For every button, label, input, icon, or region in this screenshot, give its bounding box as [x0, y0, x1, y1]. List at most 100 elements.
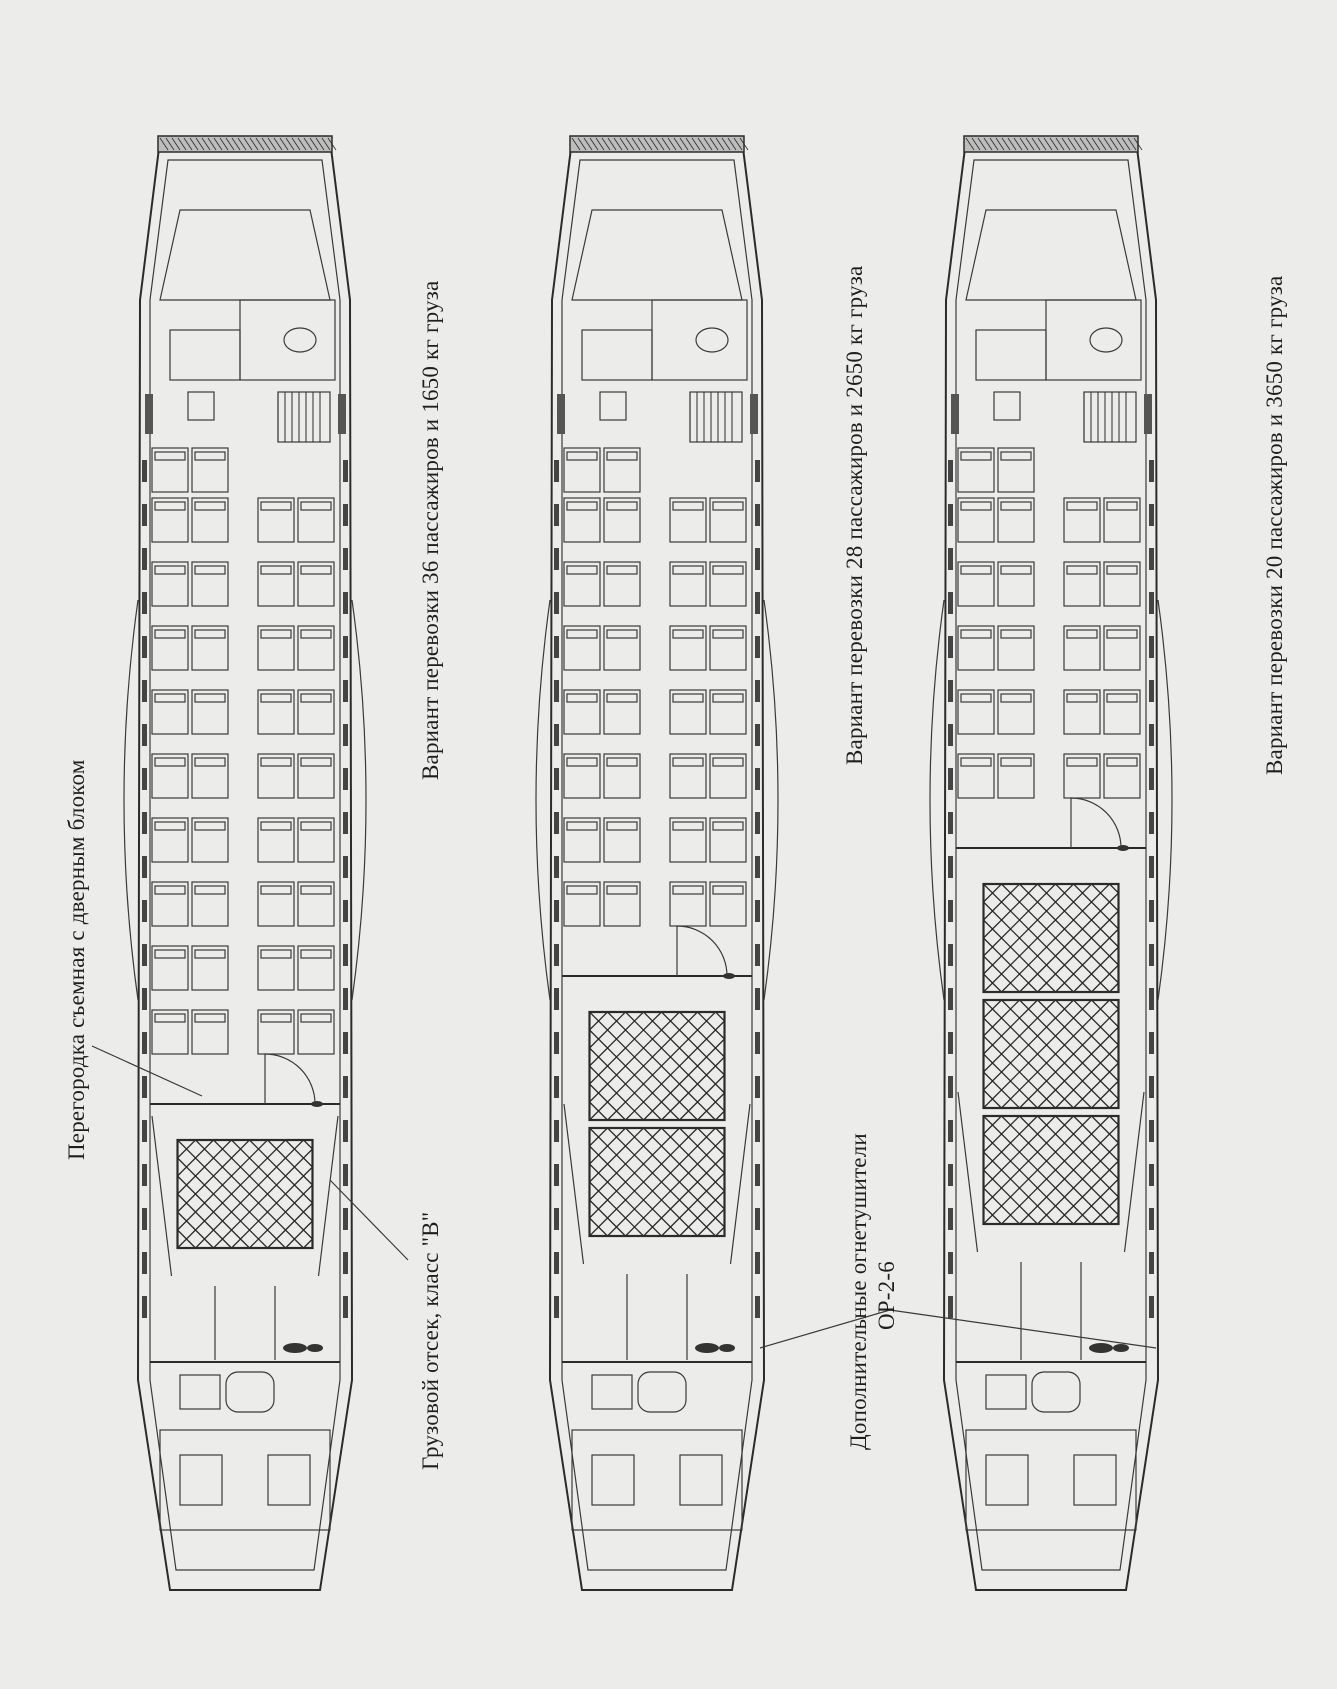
seat — [957, 753, 995, 799]
seat — [1103, 689, 1141, 735]
fire-extinguisher — [307, 1344, 323, 1352]
seat — [563, 497, 601, 543]
seat — [151, 561, 189, 607]
seat — [603, 561, 641, 607]
partition-door — [1070, 797, 1122, 849]
cargo-slope-right — [1123, 1091, 1145, 1253]
seat — [669, 625, 707, 671]
seat — [603, 881, 641, 927]
crew-seat — [1073, 1454, 1117, 1506]
seat — [257, 561, 295, 607]
window — [343, 636, 348, 658]
cargo-net — [982, 998, 1120, 1110]
door-marker — [951, 394, 959, 434]
window — [343, 988, 348, 1010]
airstair — [1083, 391, 1137, 443]
seat — [669, 497, 707, 543]
window — [343, 1120, 348, 1142]
seat — [563, 447, 601, 493]
window — [948, 680, 953, 702]
seat — [257, 689, 295, 735]
lavatory — [239, 299, 336, 381]
seat — [957, 447, 995, 493]
window — [1149, 1076, 1154, 1098]
window — [1149, 504, 1154, 526]
rear-bulkhead — [965, 1429, 1137, 1531]
window — [1149, 1252, 1154, 1274]
forward-compartment — [557, 209, 758, 443]
fire-extinguisher — [283, 1343, 307, 1353]
window — [948, 1076, 953, 1098]
hatched-end — [157, 135, 337, 153]
window — [755, 504, 760, 526]
removable-partition — [562, 925, 752, 979]
cabinet — [187, 391, 215, 421]
seat — [957, 561, 995, 607]
rear-section — [956, 1262, 1146, 1531]
seat — [297, 881, 335, 927]
fuselage-outline — [942, 139, 1160, 1591]
crew-seat — [985, 1454, 1029, 1506]
seat — [297, 561, 335, 607]
seat — [151, 1009, 189, 1055]
toilet-bowl — [1089, 327, 1123, 353]
door-handle — [723, 973, 735, 979]
extinguisher-leader-2 — [889, 1309, 1157, 1349]
seat — [191, 447, 229, 493]
seat — [191, 689, 229, 735]
seat — [669, 689, 707, 735]
window — [554, 812, 559, 834]
lavatory — [651, 299, 748, 381]
hatched-end — [569, 135, 749, 153]
removable-partition — [956, 797, 1146, 851]
seat — [191, 817, 229, 863]
window — [755, 988, 760, 1010]
rear-section — [562, 1274, 752, 1531]
window — [554, 856, 559, 878]
window — [343, 680, 348, 702]
window — [948, 724, 953, 746]
seat — [997, 561, 1035, 607]
inner-wall — [149, 159, 341, 1571]
cargo-hold — [151, 1115, 339, 1277]
window — [554, 900, 559, 922]
cargo-slope-right — [317, 1115, 339, 1277]
window — [142, 504, 147, 526]
window — [343, 856, 348, 878]
fire-extinguisher — [1089, 1343, 1113, 1353]
window — [142, 592, 147, 614]
window — [948, 944, 953, 966]
seat — [191, 881, 229, 927]
window — [1149, 812, 1154, 834]
window — [1149, 548, 1154, 570]
seat — [1063, 753, 1101, 799]
window — [554, 768, 559, 790]
seat — [257, 625, 295, 671]
seat — [563, 561, 601, 607]
seat — [1103, 561, 1141, 607]
windows — [142, 460, 348, 1318]
seat — [257, 945, 295, 991]
cargo-hold-label: Грузовой отсек, класс "В" — [418, 1211, 443, 1470]
cargo-slope-left — [151, 1115, 173, 1277]
toilet-bowl — [695, 327, 729, 353]
forward-compartment — [145, 209, 346, 443]
seat — [151, 447, 189, 493]
left-fairing — [535, 599, 551, 1001]
window — [755, 1208, 760, 1230]
seat — [191, 753, 229, 799]
airstair — [689, 391, 743, 443]
window — [343, 1032, 348, 1054]
window — [948, 504, 953, 526]
windows — [554, 460, 760, 1318]
seat — [603, 497, 641, 543]
seat — [563, 753, 601, 799]
seat — [957, 497, 995, 543]
seat — [709, 561, 747, 607]
partition-door — [676, 925, 728, 977]
window — [554, 592, 559, 614]
door-handle — [1117, 845, 1129, 851]
seat — [191, 1009, 229, 1055]
cargo-net — [982, 882, 1120, 994]
seat — [997, 497, 1035, 543]
